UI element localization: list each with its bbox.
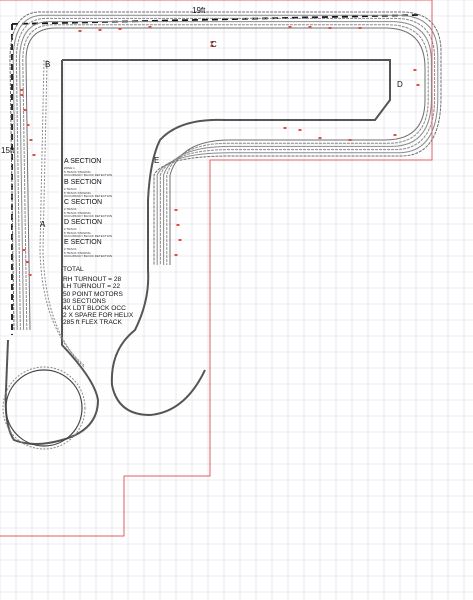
zone-label-b: B [45, 60, 51, 69]
section-title-d: D SECTION [64, 219, 103, 226]
turnout-marker [78, 30, 82, 32]
zone-label-a: A [40, 220, 46, 229]
turnout-marker [348, 139, 352, 141]
turnout-marker [32, 154, 36, 156]
turnout-marker [29, 139, 33, 141]
section-sub-e: 2 TRACK 5 TRACK STAGING OCCUPANCY BLOCK … [64, 247, 113, 258]
room-wall-outline [0, 0, 433, 537]
turnout-marker [23, 109, 27, 111]
turnout-marker [118, 28, 122, 30]
turnout-marker [98, 29, 102, 31]
height-label: 15ft [1, 146, 15, 155]
totals-line: 4X LDT BLOCK OCC [63, 305, 126, 313]
totals-line: RH TURNOUT = 28 [63, 276, 122, 284]
width-label: 19ft [192, 6, 206, 15]
zone-label-c: C [211, 40, 217, 49]
turnout-marker [288, 26, 292, 28]
turnout-marker [318, 137, 322, 139]
turnout-marker [298, 129, 302, 131]
totals-line: 285 ft FLEX TRACK [63, 319, 122, 327]
section-title-a: A SECTION [64, 158, 102, 165]
section-title-e: E SECTION [64, 239, 102, 246]
turnout-marker [178, 239, 182, 241]
section-title-c: C SECTION [64, 199, 103, 206]
totals-block: TOTAL RH TURNOUT = 28 LH TURNOUT = 22 50… [63, 266, 133, 327]
zone-label-e: E [154, 156, 160, 165]
track-line [19, 21, 432, 331]
track-line [9, 11, 442, 331]
turnout-marker [20, 89, 24, 91]
turnout-marker [393, 134, 397, 136]
track-bundle [9, 11, 442, 368]
totals-line: 30 SECTIONS [63, 297, 106, 305]
width-dimension-line [11, 14, 419, 25]
turnout-marker [25, 261, 29, 263]
track-line [22, 24, 429, 331]
turnout-markers [20, 26, 420, 276]
turnout-marker [174, 209, 178, 211]
track-line [42, 59, 85, 368]
track-line [39, 59, 85, 366]
turnout-marker [210, 41, 214, 43]
turnout-marker [26, 124, 30, 126]
track-line [15, 17, 436, 331]
totals-heading: TOTAL [63, 266, 84, 273]
track-line [12, 14, 439, 331]
section-sub-b: 2 TRACK 5 TRACK STAGING OCCUPANCY BLOCK … [64, 187, 113, 198]
totals-line: 2 X SPARE FOR HELIX [63, 312, 134, 320]
zone-label-d: D [397, 80, 403, 89]
totals-line: 50 POINT MOTORS [63, 290, 123, 298]
track-line [25, 27, 426, 331]
turnout-marker [283, 127, 287, 129]
section-title-b: B SECTION [64, 179, 102, 186]
turnout-marker [413, 69, 417, 71]
helix [2, 366, 86, 450]
turnout-marker [308, 26, 312, 28]
turnout-marker [176, 224, 180, 226]
turnout-marker [358, 27, 362, 29]
turnout-marker [328, 27, 332, 29]
benchwork-outline [4, 59, 391, 445]
section-sub-d: 2 TRACK 5 TRACK STAGING OCCUPANCY BLOCK … [64, 227, 113, 238]
turnout-marker [20, 94, 24, 96]
turnout-marker [416, 84, 420, 86]
turnout-marker [174, 254, 178, 256]
section-sub-a: ZONE 1 5 TRACK STAGING OCCUPANCY BLOCK D… [64, 166, 113, 177]
turnout-marker [148, 26, 152, 28]
turnout-marker [210, 45, 214, 47]
totals-line: LH TURNOUT = 22 [63, 283, 121, 291]
turnout-marker [22, 249, 26, 251]
turnout-marker [28, 274, 32, 276]
section-sub-c: 2 TRACK 5 TRACK STAGING OCCUPANCY BLOCK … [64, 207, 113, 218]
